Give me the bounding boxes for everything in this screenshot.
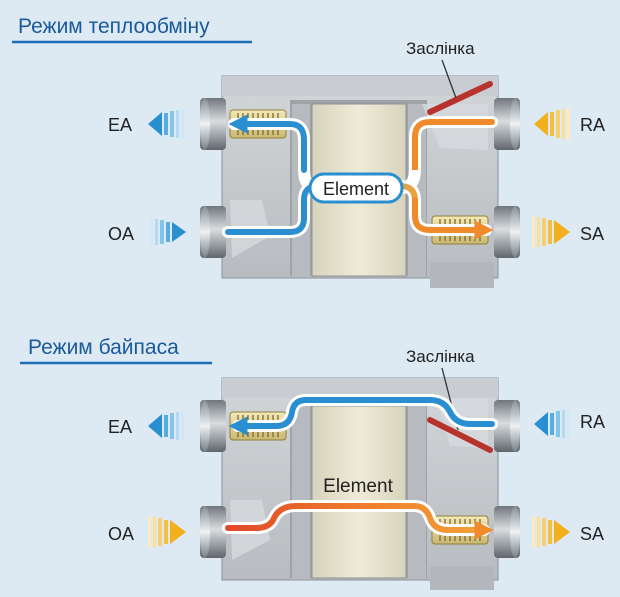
port-ea-label: EA	[108, 417, 132, 437]
port-sa-label: SA	[580, 224, 604, 244]
panel-title: Режим байпаса	[28, 336, 179, 359]
air-cone-ea	[148, 109, 184, 139]
panel-heat-exchange: Режим теплообміну	[12, 15, 605, 288]
duct-sa	[494, 206, 520, 258]
airflow-outdoor	[225, 197, 307, 235]
element-label: Element	[323, 476, 393, 497]
port-ea-label: EA	[108, 115, 132, 135]
duct-ra	[494, 400, 520, 452]
airflow-supply	[225, 503, 494, 540]
damper-pointer	[441, 59, 457, 99]
duct-sa	[494, 506, 520, 558]
air-cone-ra	[534, 409, 570, 439]
air-cone-ea	[148, 411, 184, 441]
element-label-box	[308, 172, 404, 204]
duct-ra	[494, 98, 520, 150]
air-cone-sa	[532, 216, 570, 248]
air-cone-ra	[534, 108, 570, 140]
port-oa-label: OA	[108, 224, 134, 244]
damper-label: Заслінка	[406, 347, 475, 366]
duct-ea	[200, 400, 226, 452]
port-oa-label: OA	[108, 524, 134, 544]
airflow-exhaust	[228, 114, 307, 173]
panel-title: Режим теплообміну	[18, 15, 210, 38]
panel-bypass: Режим байпаса	[20, 336, 605, 590]
element-label: Element	[323, 179, 389, 199]
airflow-exhaust	[228, 397, 495, 436]
port-ra-label: RA	[580, 412, 605, 432]
damper	[427, 417, 493, 453]
heat-exchanger-core	[311, 405, 407, 579]
damper-label: Заслінка	[406, 39, 475, 58]
airflow-supply	[412, 197, 494, 240]
air-cone-oa	[148, 516, 186, 548]
damper	[427, 81, 493, 115]
air-cone-oa	[150, 218, 186, 246]
port-sa-label: SA	[580, 524, 604, 544]
duct-oa	[200, 206, 226, 258]
air-cone-sa	[532, 516, 570, 548]
airflow-return	[412, 119, 495, 153]
duct-oa	[200, 506, 226, 558]
port-ra-label: RA	[580, 115, 605, 135]
duct-ea	[200, 98, 226, 150]
